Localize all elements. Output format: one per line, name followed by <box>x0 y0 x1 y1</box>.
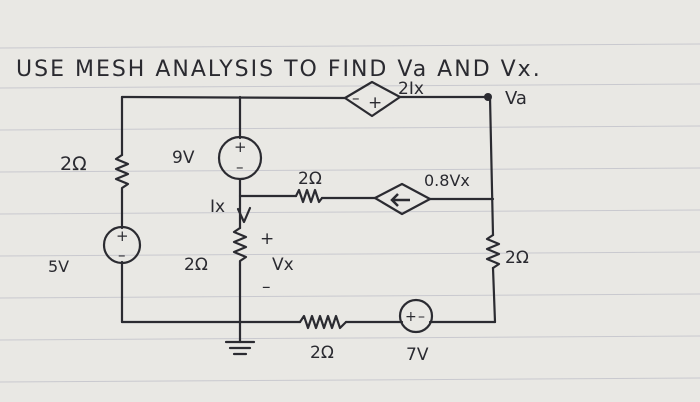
voltage-source-7v: + – <box>398 298 434 334</box>
notebook-rules <box>0 43 700 383</box>
label-r-right: 2Ω <box>505 248 529 268</box>
source-7v-minus: – <box>418 309 425 325</box>
current-arrow-ix <box>236 206 252 224</box>
source-9v-minus: – <box>236 158 244 176</box>
vx-minus: – <box>262 277 271 297</box>
label-5v: 5V <box>48 257 69 276</box>
dependent-voltage-source: – + <box>343 80 402 118</box>
problem-title: USE MESH ANALYSIS TO FIND Va AND Vx. <box>16 57 542 82</box>
vx-plus: + <box>260 229 274 249</box>
resistor-bottom <box>298 314 348 330</box>
source-5v-plus: + <box>116 227 129 245</box>
source-7v-plus: + <box>405 309 417 325</box>
resistor-mid-vertical <box>232 226 248 267</box>
label-va: Va <box>505 88 527 109</box>
source-9v-plus: + <box>234 138 247 156</box>
label-r-mid-vert: 2Ω <box>184 255 208 275</box>
wires <box>120 95 497 344</box>
ground-symbol <box>224 340 256 356</box>
label-r-left: 2Ω <box>60 153 87 175</box>
va-node-dot <box>484 93 492 101</box>
label-9v: 9V <box>172 148 195 168</box>
resistor-mid-horizontal <box>294 188 324 204</box>
label-vx: Vx <box>272 255 294 275</box>
voltage-source-9v: + – <box>217 135 263 181</box>
resistor-right <box>485 233 501 270</box>
source-5v-minus: – <box>118 246 126 264</box>
resistor-left <box>114 153 130 194</box>
label-vccs: 0.8Vx <box>424 171 470 190</box>
label-ccvs: 2Ix <box>398 79 424 99</box>
label-7v: 7V <box>406 345 429 365</box>
label-r-bottom: 2Ω <box>310 343 334 363</box>
label-r-mid-top: 2Ω <box>298 169 322 189</box>
dependent-current-source <box>373 182 432 216</box>
label-ix: Ix <box>210 197 225 217</box>
ccvs-minus: – <box>352 89 360 107</box>
voltage-source-5v: + – <box>102 225 142 265</box>
ccvs-plus: + <box>368 93 382 113</box>
